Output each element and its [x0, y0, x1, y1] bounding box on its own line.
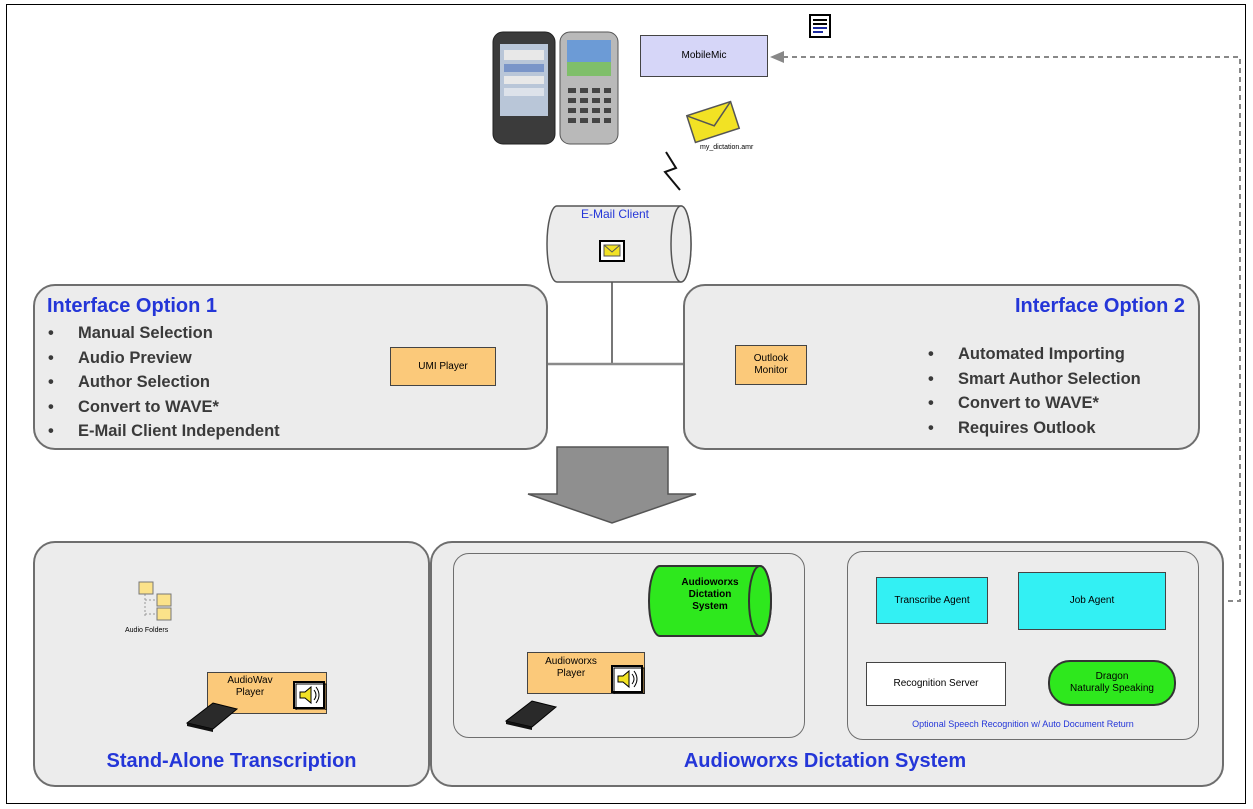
- mobilemic-label: MobileMic: [681, 50, 727, 61]
- audiowav-player-label: AudioWav Player: [227, 675, 273, 698]
- attachment-filename: my_dictation.amr: [700, 144, 754, 151]
- speaker-icon: [610, 664, 646, 699]
- interface-option-1-list: •Manual Selection •Audio Preview •Author…: [48, 321, 280, 444]
- audioworxs-system-label: Audioworxs Dictation System: [681, 577, 739, 612]
- audioworxs-system-cylinder: [648, 564, 776, 643]
- audio-folders-label: Audio Folders: [125, 627, 169, 634]
- audioworxs-title: Audioworxs Dictation System: [683, 750, 967, 772]
- list-item: •E-Mail Client Independent: [48, 422, 280, 440]
- transcribe-agent-box: Transcribe Agent: [876, 577, 988, 624]
- list-item: •Requires Outlook: [928, 418, 1096, 437]
- interface-option-1-title: Interface Option 1: [47, 295, 218, 317]
- list-item: •Convert to WAVE*: [48, 397, 219, 416]
- list-item: •Author Selection: [48, 373, 211, 391]
- list-item: •Smart Author Selection: [928, 369, 1141, 388]
- dragon-pill: Dragon Naturally Speaking: [1048, 660, 1176, 706]
- foot-pedal-icon: [183, 699, 241, 738]
- list-item: •Convert to WAVE*: [928, 394, 1099, 412]
- stand-alone-panel: [33, 541, 430, 787]
- down-arrow-icon: [527, 446, 697, 524]
- audioworxs-player-label: Audioworxs Player: [545, 656, 597, 679]
- envelope-icon: [684, 98, 742, 151]
- smartphone-icon: [490, 30, 620, 155]
- umi-player-box: UMI Player: [390, 347, 496, 386]
- umi-player-label: UMI Player: [418, 360, 468, 372]
- list-item: •Audio Preview: [48, 348, 192, 367]
- mobilemic-box: MobileMic: [640, 35, 768, 77]
- recognition-server-box: Recognition Server: [866, 662, 1006, 706]
- interface-option-2-title: Interface Option 2: [1014, 295, 1185, 317]
- foot-pedal-icon: [502, 697, 560, 736]
- job-agent-box: Job Agent: [1018, 572, 1166, 630]
- list-item: •Automated Importing: [928, 345, 1125, 363]
- envelope-icon: [599, 240, 625, 267]
- email-client-label: E-Mail Client: [580, 207, 649, 221]
- speech-recognition-caption: Optional Speech Recognition w/ Auto Docu…: [912, 719, 1134, 729]
- document-icon: [809, 14, 831, 43]
- folder-icon: [135, 578, 181, 633]
- interface-option-2-list: •Automated Importing •Smart Author Selec…: [928, 342, 1141, 440]
- lightning-icon: [663, 151, 681, 191]
- stand-alone-title: Stand-Alone Transcription: [106, 750, 357, 772]
- speaker-icon: [292, 680, 328, 715]
- dragon-label: Dragon Naturally Speaking: [1070, 671, 1154, 694]
- job-agent-label: Job Agent: [1069, 595, 1115, 606]
- list-item: •Manual Selection: [48, 324, 213, 342]
- outlook-monitor-box: Outlook Monitor: [735, 345, 807, 385]
- outlook-monitor-label: Outlook Monitor: [753, 353, 789, 376]
- transcribe-agent-label: Transcribe Agent: [894, 594, 970, 606]
- recognition-server-label: Recognition Server: [893, 678, 979, 689]
